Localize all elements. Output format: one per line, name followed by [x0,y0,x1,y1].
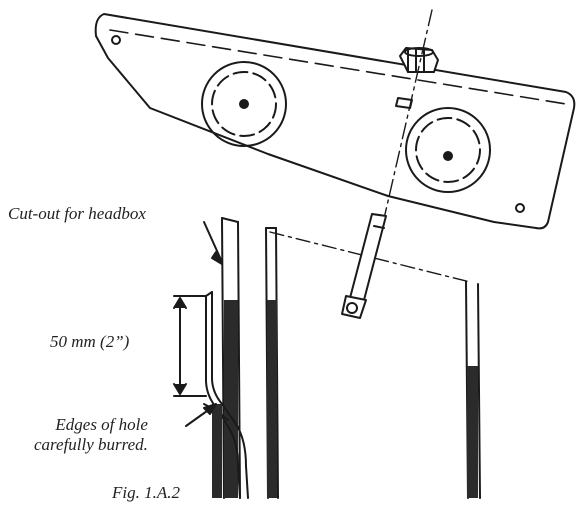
dimension-marker [173,295,207,397]
pulley-left [201,61,287,147]
edges-label-line1: Edges of hole [55,415,148,434]
bracket-plate [94,13,576,230]
bracket-hole-left [111,35,121,45]
edges-label: Edges of hole carefully burred. [34,415,148,455]
leader-cutout [203,221,223,263]
left-upright [203,217,249,499]
nut [399,47,439,73]
pulley-right [405,107,491,193]
cutout-label: Cut-out for headbox [8,204,146,223]
bolt [341,213,387,319]
dimension-label: 50 mm (2”) [50,332,130,351]
edges-label-line2: carefully burred. [34,435,148,454]
bracket-hole-right [515,203,525,213]
right-upright [265,227,481,499]
figure-caption: Fig. 1.A.2 [112,483,180,502]
